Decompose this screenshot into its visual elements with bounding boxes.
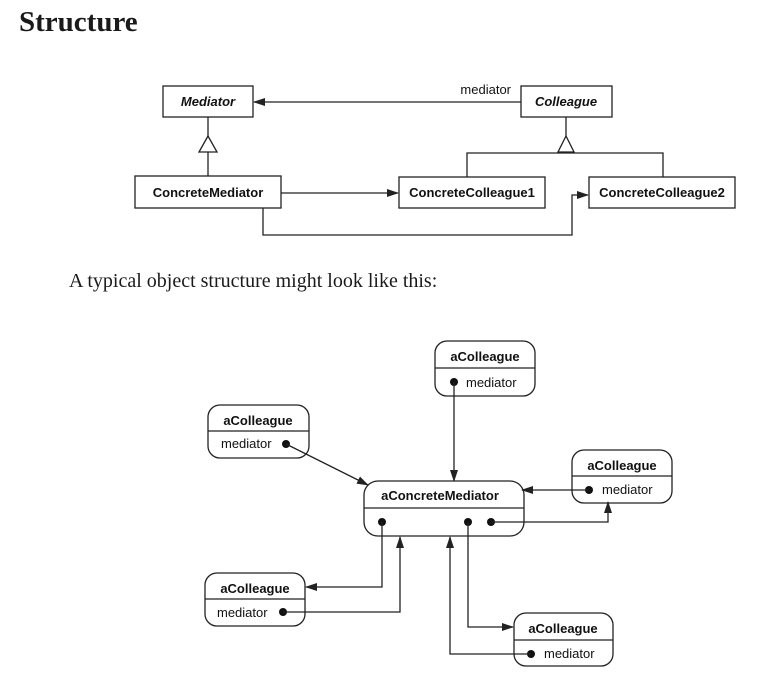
link-mediator-to-lower-left	[305, 522, 383, 591]
class-concrete-colleague1-name: ConcreteColleague1	[409, 185, 535, 200]
class-concrete-colleague2-name: ConcreteColleague2	[599, 185, 725, 200]
object-colleague-lower-right: aColleague mediator	[513, 612, 614, 667]
object-colleague-right: aColleague mediator	[571, 449, 673, 504]
class-concrete-colleague1: ConcreteColleague1	[398, 176, 546, 209]
class-mediator: Mediator	[162, 85, 254, 118]
caption-text: A typical object structure might look li…	[69, 270, 438, 292]
object-field: mediator	[544, 646, 595, 661]
object-field: mediator	[221, 436, 272, 451]
association-cm-cc2	[262, 191, 589, 236]
class-concrete-colleague2: ConcreteColleague2	[588, 176, 736, 209]
class-concrete-mediator: ConcreteMediator	[134, 175, 282, 209]
object-name: aConcreteMediator	[381, 488, 499, 503]
object-colleague-upper-left: aColleague mediator	[207, 404, 310, 459]
inheritance-triangle-colleague	[556, 134, 576, 153]
object-name: aColleague	[450, 349, 519, 364]
class-mediator-name: Mediator	[181, 94, 236, 109]
inheritance-branch-colleague	[466, 152, 664, 177]
object-colleague-lower-left: aColleague mediator	[204, 572, 306, 627]
link-lower-right-to-mediator	[446, 536, 531, 655]
class-colleague-name: Colleague	[535, 94, 597, 109]
class-concrete-mediator-name: ConcreteMediator	[153, 185, 264, 200]
association-label: mediator	[460, 82, 511, 97]
object-name: aColleague	[528, 621, 597, 636]
link-mediator-to-lower-right	[467, 522, 514, 631]
link-lower-left-to-mediator	[283, 536, 404, 613]
object-field: mediator	[466, 375, 517, 390]
object-field: mediator	[602, 482, 653, 497]
link-mediator-to-right	[491, 501, 612, 523]
object-colleague-top: aColleague mediator	[434, 340, 536, 397]
object-name: aColleague	[220, 581, 289, 596]
object-concrete-mediator: aConcreteMediator	[363, 480, 525, 537]
object-field: mediator	[217, 605, 268, 620]
inheritance-triangle-mediator	[197, 134, 219, 153]
section-heading: Structure	[19, 6, 138, 38]
class-colleague: Colleague	[520, 85, 613, 118]
object-name: aColleague	[587, 458, 656, 473]
object-name: aColleague	[223, 413, 292, 428]
link-upper-left-to-mediator	[285, 443, 369, 486]
